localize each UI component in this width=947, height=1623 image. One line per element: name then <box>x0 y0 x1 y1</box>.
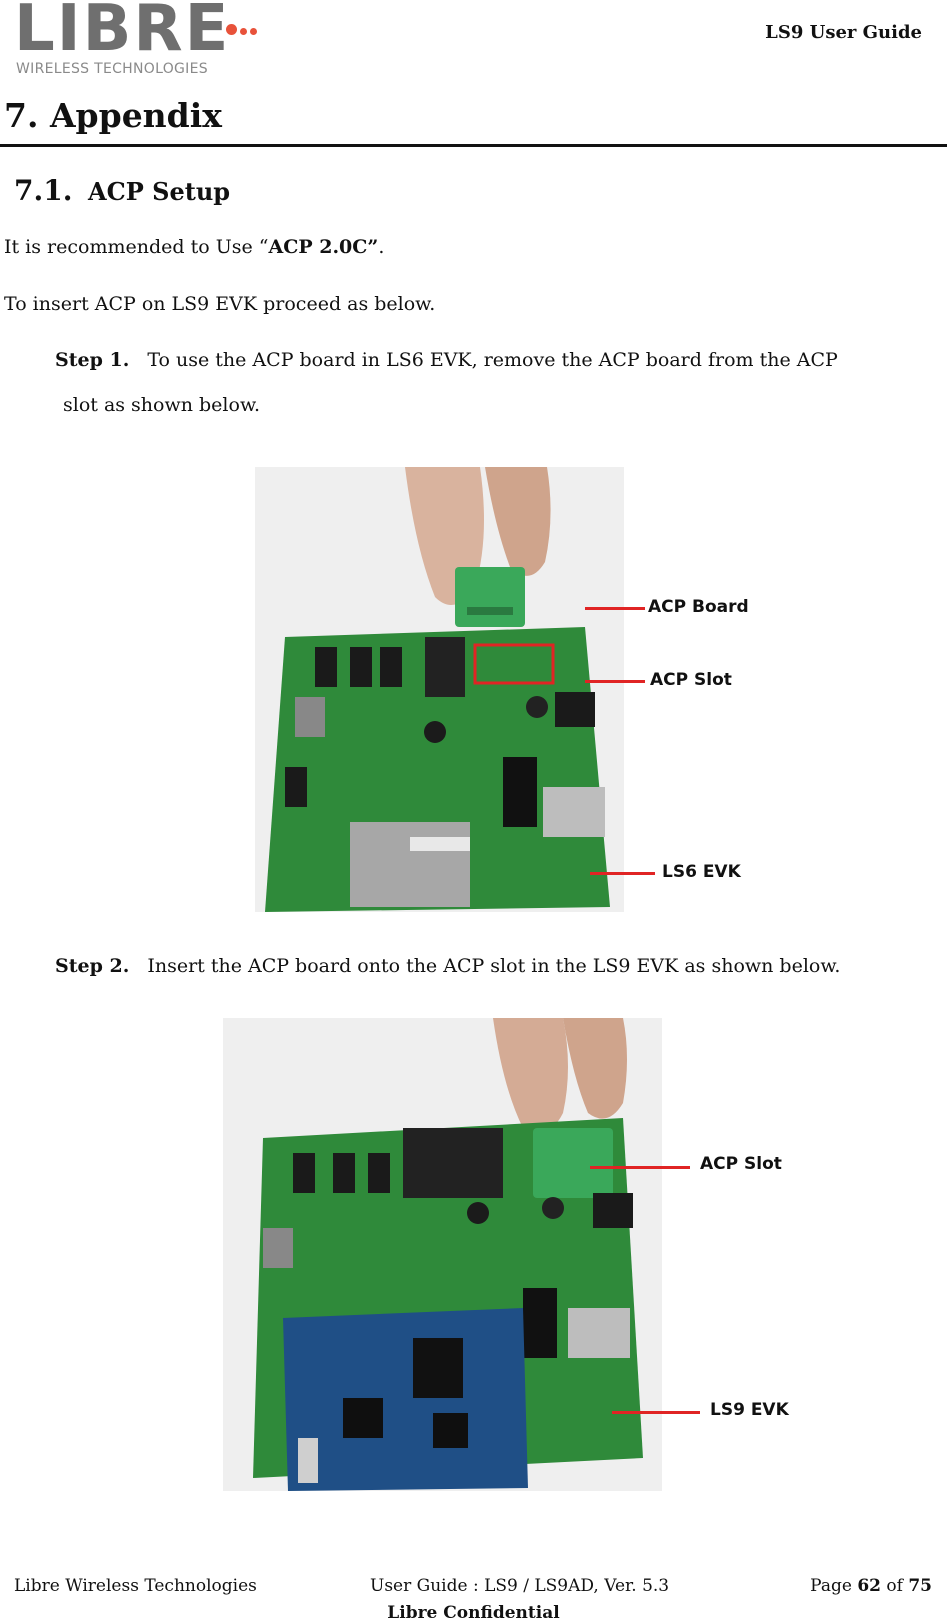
callout-line-ls6-evk <box>590 872 655 875</box>
callout-ls6-evk: LS6 EVK <box>662 862 741 882</box>
page-of: of <box>880 1576 909 1596</box>
step-2-label: Step 2. <box>55 955 130 977</box>
document-title: LS9 User Guide <box>765 22 922 43</box>
page-prefix: Page <box>810 1576 858 1596</box>
recommendation-paragraph: It is recommended to Use “ACP 2.0C”. <box>4 236 384 258</box>
step-1-label: Step 1. <box>55 349 130 371</box>
footer-company: Libre Wireless Technologies <box>14 1576 257 1596</box>
callout-ls9-evk: LS9 EVK <box>710 1400 789 1420</box>
callout-acp-slot-fig1: ACP Slot <box>650 670 732 690</box>
recommendation-suffix: . <box>378 236 385 258</box>
footer-confidential: Libre Confidential <box>387 1603 560 1623</box>
subsection-title: ACP Setup <box>88 177 231 206</box>
page-total: 75 <box>908 1576 932 1596</box>
step-1: Step 1. To use the ACP board in LS6 EVK, … <box>55 349 838 371</box>
callout-acp-board: ACP Board <box>648 597 749 617</box>
footer-page-number: Page 62 of 75 <box>810 1576 932 1596</box>
subsection-number: 7.1. <box>14 174 73 207</box>
section-heading: 7. Appendix <box>4 96 222 135</box>
acp-version: ACP 2.0C” <box>268 236 379 258</box>
callout-line-acp-slot-2 <box>590 1166 690 1169</box>
callout-line-ls9-evk <box>612 1411 700 1414</box>
figure-ls6-evk-photo <box>255 467 624 912</box>
recommendation-prefix: It is recommended to Use “ <box>4 236 269 258</box>
step-2-text: Insert the ACP board onto the ACP slot i… <box>147 955 841 977</box>
heading-rule <box>0 144 947 147</box>
logo-tagline: WIRELESS TECHNOLOGIES <box>16 61 208 77</box>
callout-line-acp-slot <box>585 680 645 683</box>
ls6-evk-illustration <box>255 467 624 912</box>
callout-acp-slot-fig2: ACP Slot <box>700 1154 782 1174</box>
figure-ls9-evk-photo <box>223 1018 662 1491</box>
page-current: 62 <box>857 1576 881 1596</box>
logo-wordmark: LIBRE <box>14 0 231 66</box>
step-1-text: To use the ACP board in LS6 EVK, remove … <box>147 349 838 371</box>
logo-dots-icon <box>226 20 260 39</box>
callout-line-acp-board <box>585 607 645 610</box>
footer-doc-version: User Guide : LS9 / LS9AD, Ver. 5.3 <box>370 1576 670 1596</box>
instruction-paragraph: To insert ACP on LS9 EVK proceed as belo… <box>4 293 436 315</box>
ls9-evk-illustration <box>223 1018 662 1491</box>
step-1-continuation: slot as shown below. <box>63 394 260 416</box>
step-2: Step 2. Insert the ACP board onto the ACP… <box>55 955 840 977</box>
